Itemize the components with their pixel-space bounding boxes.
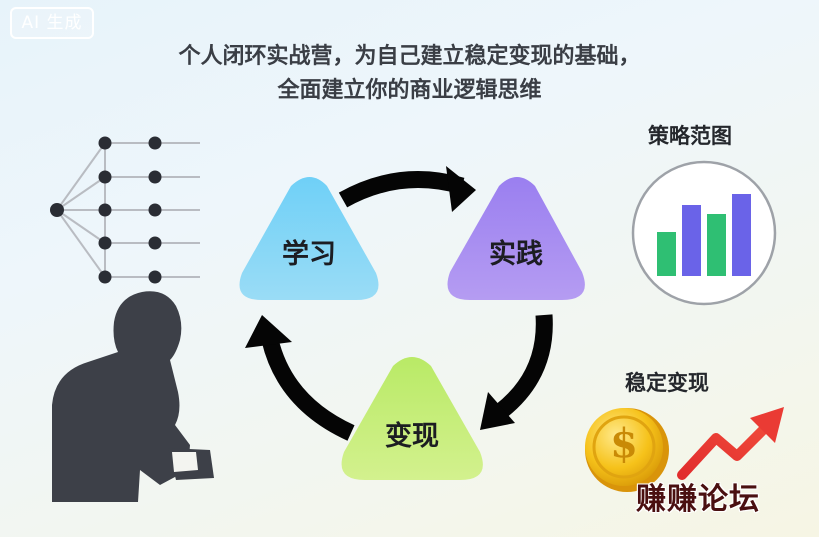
title-line-1: 个人闭环实战营，为自己建立稳定变现的基础，: [178, 44, 641, 69]
monetize-label: 变现: [385, 421, 439, 452]
arrow-practice-to-monetize: [494, 314, 553, 419]
ai-generated-badge: AI 生成: [10, 7, 94, 39]
arrowhead-3: [245, 315, 292, 348]
reading-person-icon: [52, 291, 214, 502]
network-nodes: [50, 136, 162, 284]
arrow-monetize-to-learn: [261, 337, 355, 441]
network-tree-icon: [56, 142, 200, 278]
practice-triangle: [447, 177, 585, 300]
stable-monetize-label: 稳定变现: [625, 371, 709, 395]
learn-label: 学习: [282, 239, 336, 270]
practice-label: 实践: [489, 239, 543, 270]
page-title: 个人闭环实战营，为自己建立稳定变现的基础， 全面建立你的商业逻辑思维: [0, 40, 819, 108]
forum-watermark: 赚赚论坛: [636, 482, 760, 517]
strategy-label: 策略范图: [648, 124, 732, 148]
strategy-chart-frame: [631, 160, 777, 306]
title-line-2: 全面建立你的商业逻辑思维: [277, 78, 542, 103]
arrowhead-2: [480, 392, 515, 430]
coin-dollar-sign: $: [610, 420, 638, 467]
dollar-coin-icon: [585, 408, 669, 492]
monetize-triangle: [341, 357, 483, 480]
arrow-learn-to-practice: [338, 171, 465, 208]
arrowhead-1: [446, 166, 476, 212]
learn-triangle: [239, 177, 379, 300]
growth-arrow-icon: [677, 407, 784, 480]
bar-chart-icon: [657, 194, 751, 276]
